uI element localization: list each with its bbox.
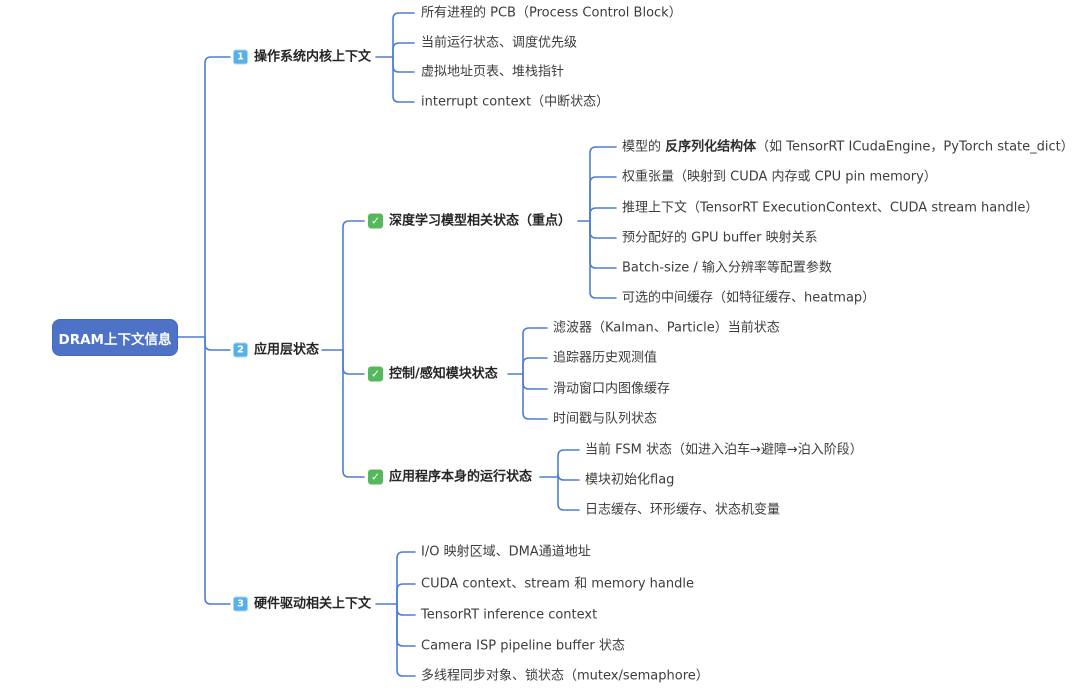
subbranch-control-perception: ✓ 控制/感知模块状态 [368,366,498,382]
connector [342,349,365,375]
leaf-label: 推理上下文（TensorRT ExecutionContext、CUDA str… [622,200,1039,216]
leaf-node: 日志缓存、环形缓存、状态机变量 [585,504,780,517]
leaf-label: interrupt context（中断状态） [421,94,610,110]
connector [522,327,548,375]
root-node: DRAM上下文信息 [52,319,178,356]
subbranch-label: 深度学习模型相关状态（重点） [389,213,572,229]
leaf-node: 模块初始化flag [585,474,674,487]
leaf-node: 追踪器历史观测值 [553,352,657,365]
connector [589,220,617,269]
leaf-label: 多线程同步对象、锁状态（mutex/semaphore） [421,668,709,684]
leaf-label: Batch-size / 输入分辨率等配置参数 [622,260,832,276]
leaf-label: 所有进程的 PCB（Process Control Block） [421,5,682,21]
leaf-node: 可选的中间缓存（如特征缓存、heatmap） [622,292,875,305]
branch-os-kernel: 1 操作系统内核上下文 [233,49,372,65]
connector [557,449,580,478]
connector [392,42,415,58]
connector [589,176,617,222]
subbranch-label: 应用程序本身的运行状态 [389,469,533,485]
subbranch-app-runtime: ✓ 应用程序本身的运行状态 [368,469,533,485]
connector [396,603,416,616]
leaf-label: 模块初始化flag [585,472,675,488]
leaf-node: 所有进程的 PCB（Process Control Block） [421,7,682,20]
leaf-node: 模型的 反序列化结构体（如 TensorRT ICudaEngine，PyTor… [622,141,1074,154]
leaf-label: 预分配好的 GPU buffer 映射关系 [622,230,818,246]
check-icon: ✓ [368,213,383,229]
branch-label: 操作系统内核上下文 [254,49,372,65]
connector [557,476,580,511]
connector [342,220,365,351]
connector [392,56,415,103]
keycap-2-icon: 2 [233,342,248,358]
connector [522,357,548,375]
subbranch-dl-model-state: ✓ 深度学习模型相关状态（重点） [368,213,572,229]
connector [392,12,415,58]
leaf-label: 模型的 反序列化结构体（如 TensorRT ICudaEngine，PyTor… [622,141,1074,154]
leaf-node: 当前运行状态、调度优先级 [421,37,577,50]
connector [522,373,548,420]
keycap-1-icon: 1 [233,49,248,65]
leaf-label: 滑动窗口内图像缓存 [553,381,671,397]
leaf-node: 预分配好的 GPU buffer 映射关系 [622,232,818,245]
connector [589,220,617,299]
leaf-label: I/O 映射区域、DMA通道地址 [421,544,591,560]
subbranch-label: 控制/感知模块状态 [389,366,498,382]
leaf-label: TensorRT inference context [421,607,598,623]
leaf-node: 多线程同步对象、锁状态（mutex/semaphore） [421,670,709,683]
root-node-label: DRAM上下文信息 [58,331,172,348]
leaf-node: 推理上下文（TensorRT ExecutionContext、CUDA str… [622,202,1038,215]
leaf-node: 滤波器（Kalman、Particle）当前状态 [553,322,780,335]
leaf-label: 滤波器（Kalman、Particle）当前状态 [553,320,780,336]
leaf-label: 时间戳与队列状态 [553,411,658,427]
connector [204,56,231,338]
branch-hw-driver: 3 硬件驱动相关上下文 [233,596,372,612]
leaf-text: （如 TensorRT ICudaEngine，PyTorch state_di… [756,139,1074,155]
branch-label: 硬件驱动相关上下文 [254,596,372,612]
leaf-node: 当前 FSM 状态（如进入泊车→避障→泊入阶段） [585,444,863,457]
connector [589,220,617,239]
connector [589,146,617,222]
check-icon: ✓ [368,366,383,382]
leaf-node: I/O 映射区域、DMA通道地址 [421,546,591,559]
connector [522,373,548,390]
connector [396,551,416,605]
leaf-node: 滑动窗口内图像缓存 [553,383,670,396]
leaf-label: 日志缓存、环形缓存、状态机变量 [585,502,781,518]
check-icon: ✓ [368,469,383,485]
leaf-label: 可选的中间缓存（如特征缓存、heatmap） [622,290,876,306]
leaf-label: 当前 FSM 状态（如进入泊车→避障→泊入阶段） [585,442,863,458]
connector [589,207,617,222]
branch-app-layer: 2 应用层状态 [233,342,320,358]
connector [396,603,416,647]
leaf-node: 权重张量（映射到 CUDA 内存或 CPU pin memory） [622,171,937,184]
connector [392,56,415,73]
leaf-label: 虚拟地址页表、堆栈指针 [421,64,565,80]
leaf-label: 追踪器历史观测值 [553,350,658,366]
leaf-node: 时间戳与队列状态 [553,413,657,426]
connector [342,349,365,478]
leaf-node: TensorRT inference context [421,609,597,622]
leaf-node: Camera ISP pipeline buffer 状态 [421,640,625,653]
leaf-label: CUDA context、stream 和 memory handle [421,576,694,592]
keycap-3-icon: 3 [233,596,248,612]
connector [557,473,580,481]
branch-label: 应用层状态 [254,342,320,358]
connector [204,336,231,351]
connector [204,336,231,605]
leaf-node: 虚拟地址页表、堆栈指针 [421,66,564,79]
leaf-label: 当前运行状态、调度优先级 [421,35,578,51]
leaf-text-bold: 反序列化结构体 [665,139,757,155]
connector [396,603,416,677]
leaf-label: 权重张量（映射到 CUDA 内存或 CPU pin memory） [622,169,937,185]
leaf-node: Batch-size / 输入分辨率等配置参数 [622,262,832,275]
leaf-node: CUDA context、stream 和 memory handle [421,578,694,591]
leaf-text: 模型的 [622,139,666,155]
leaf-node: interrupt context（中断状态） [421,96,609,109]
connector [396,583,416,605]
leaf-label: Camera ISP pipeline buffer 状态 [421,638,625,654]
